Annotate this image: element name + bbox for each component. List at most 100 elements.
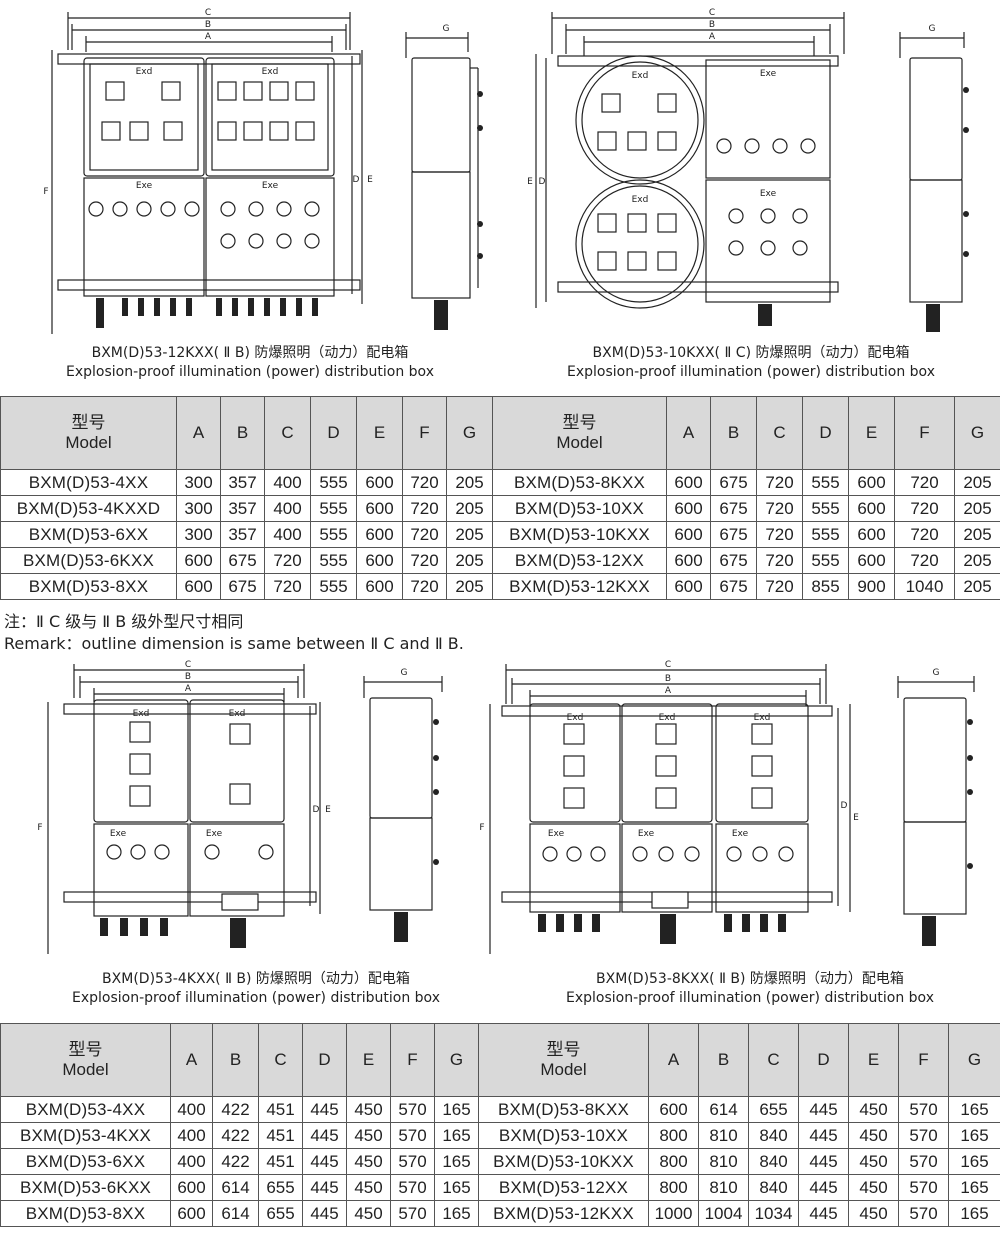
col-header: C [756, 396, 803, 470]
value-cell: 570 [898, 1096, 949, 1123]
value-cell: 205 [954, 495, 1000, 522]
value-cell: 445 [798, 1174, 849, 1201]
value-cell: 800 [648, 1148, 699, 1175]
value-cell: 675 [710, 573, 757, 600]
value-cell: 600 [356, 469, 403, 496]
dim-e: E [367, 175, 373, 185]
col-header: G [954, 396, 1000, 470]
caption-8kxx: BXM(D)53-8KXX( Ⅱ B) 防爆照明（动力）配电箱 Explosio… [540, 970, 960, 1008]
drawing-4kxx-front: C B A F D E Exd Exd Exe Exe [37, 660, 331, 954]
dim-d: D [841, 801, 848, 811]
value-cell: 205 [954, 547, 1000, 574]
col-header: C [748, 1023, 799, 1097]
value-cell: 445 [302, 1200, 347, 1227]
value-cell: 555 [802, 547, 849, 574]
dim-c: C [709, 8, 715, 18]
model-cell: BXM(D)53-6KXX [0, 547, 177, 574]
caption-en: Explosion-proof illumination (power) dis… [566, 990, 934, 1006]
value-cell: 165 [434, 1122, 479, 1149]
model-cell: BXM(D)53-8XX [0, 1200, 171, 1227]
remark-cn: 注：Ⅱ C 级与 Ⅱ B 级外型尺寸相同 [4, 612, 244, 631]
value-cell: 165 [948, 1122, 1000, 1149]
label-exd: Exd [262, 67, 279, 77]
value-cell: 555 [310, 573, 357, 600]
dim-b: B [205, 20, 211, 30]
col-header: A [648, 1023, 699, 1097]
value-cell: 600 [666, 547, 711, 574]
dim-b: B [709, 20, 715, 30]
col-header: E [848, 396, 895, 470]
col-header: D [802, 396, 849, 470]
value-cell: 570 [898, 1174, 949, 1201]
value-cell: 450 [848, 1122, 899, 1149]
label-exe: Exe [136, 181, 153, 191]
value-cell: 450 [346, 1096, 391, 1123]
col-header: G [446, 396, 493, 470]
dim-d: D [353, 175, 360, 185]
caption-en: Explosion-proof illumination (power) dis… [72, 990, 440, 1006]
value-cell: 165 [434, 1174, 479, 1201]
value-cell: 165 [948, 1174, 1000, 1201]
value-cell: 675 [710, 547, 757, 574]
value-cell: 900 [848, 573, 895, 600]
value-cell: 1034 [748, 1200, 799, 1227]
col-header: C [264, 396, 311, 470]
value-cell: 570 [898, 1148, 949, 1175]
col-header: F [894, 396, 955, 470]
value-cell: 445 [798, 1122, 849, 1149]
col-header: A [176, 396, 221, 470]
value-cell: 555 [310, 547, 357, 574]
value-cell: 614 [212, 1200, 259, 1227]
label-exd: Exd [133, 709, 150, 719]
model-cell: BXM(D)53-10KXX [478, 1148, 649, 1175]
col-header: F [898, 1023, 949, 1097]
value-cell: 720 [264, 547, 311, 574]
value-cell: 570 [898, 1122, 949, 1149]
dim-a: A [185, 684, 192, 694]
caption-cn: BXM(D)53-10KXX( Ⅱ C) 防爆照明（动力）配电箱 [592, 345, 910, 361]
value-cell: 840 [748, 1148, 799, 1175]
dim-b: B [665, 674, 671, 684]
value-cell: 165 [948, 1200, 1000, 1227]
model-cell: BXM(D)53-4XX [0, 469, 177, 496]
dim-f: F [37, 823, 42, 833]
value-cell: 720 [756, 573, 803, 600]
value-cell: 445 [302, 1096, 347, 1123]
value-cell: 614 [212, 1174, 259, 1201]
dim-f: F [43, 187, 48, 197]
model-cell: BXM(D)53-4KXX [0, 1122, 171, 1149]
value-cell: 720 [894, 495, 955, 522]
dim-f: F [479, 823, 484, 833]
dim-c: C [205, 8, 211, 18]
value-cell: 810 [698, 1174, 749, 1201]
model-cell: BXM(D)53-8KXX [478, 1096, 649, 1123]
value-cell: 400 [264, 495, 311, 522]
model-cell: BXM(D)53-10XX [478, 1122, 649, 1149]
value-cell: 600 [666, 573, 711, 600]
value-cell: 675 [220, 573, 265, 600]
value-cell: 400 [170, 1148, 213, 1175]
dim-g: G [443, 24, 450, 34]
caption-cn: BXM(D)53-12KXX( Ⅱ B) 防爆照明（动力）配电箱 [91, 345, 409, 361]
dim-a: A [205, 32, 212, 42]
label-exd: Exd [632, 195, 649, 205]
value-cell: 445 [302, 1148, 347, 1175]
value-cell: 720 [756, 469, 803, 496]
value-cell: 400 [170, 1122, 213, 1149]
value-cell: 555 [310, 469, 357, 496]
col-header: D [310, 396, 357, 470]
value-cell: 1004 [698, 1200, 749, 1227]
value-cell: 720 [402, 573, 447, 600]
col-header: A [170, 1023, 213, 1097]
drawing-10kxx-side: G [899, 24, 969, 332]
value-cell: 600 [356, 495, 403, 522]
caption-en: Explosion-proof illumination (power) dis… [567, 364, 935, 380]
value-cell: 451 [258, 1096, 303, 1123]
model-cell: BXM(D)53-6KXX [0, 1174, 171, 1201]
col-header: E [346, 1023, 391, 1097]
